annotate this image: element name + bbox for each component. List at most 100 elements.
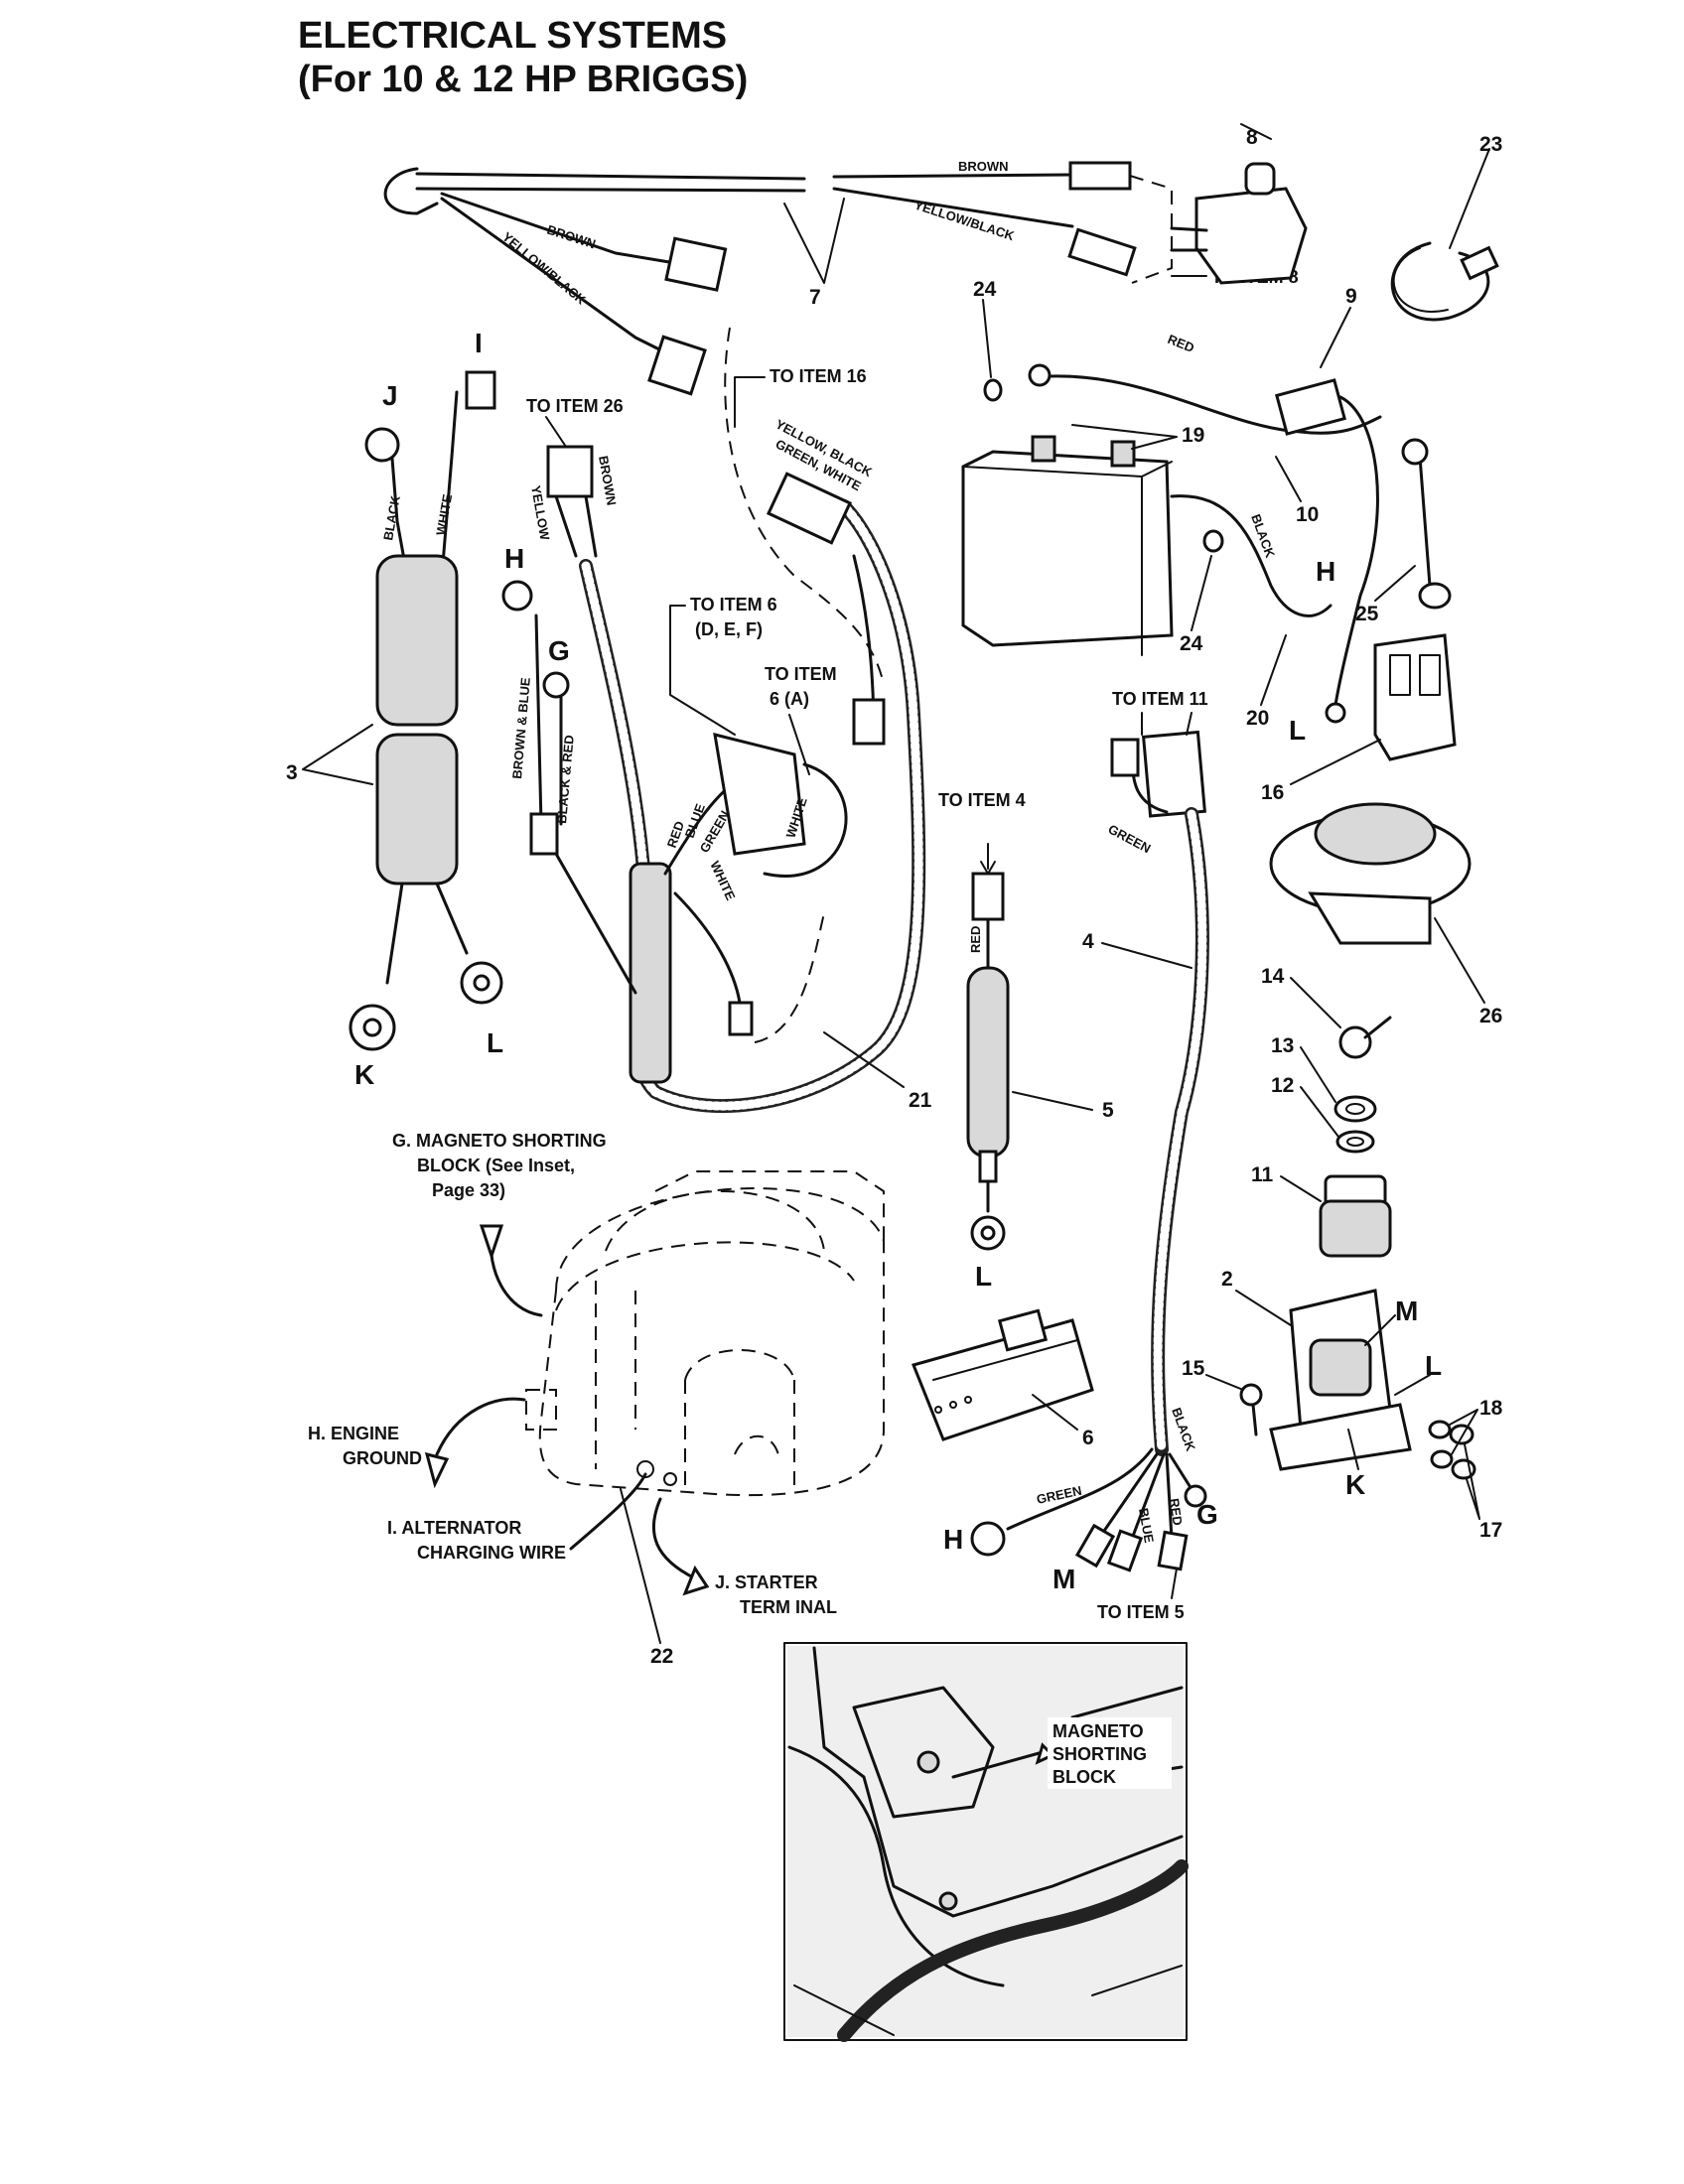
- callout-19: 19: [1182, 424, 1204, 447]
- note-h-engine-1: H. ENGINE: [308, 1424, 399, 1443]
- callout-6: 6: [1082, 1427, 1094, 1449]
- letter-i: I: [475, 328, 483, 358]
- item-15-screw: [1239, 1383, 1263, 1436]
- item-10-red-cable: [1028, 363, 1382, 435]
- letter-m-harness4: M: [1052, 1564, 1075, 1594]
- wire-label-black-red: BLACK & RED: [554, 735, 577, 825]
- letter-h-battery: H: [1316, 556, 1335, 587]
- wire-label-brown-26: BROWN: [596, 455, 620, 506]
- callout-7: 7: [809, 286, 821, 309]
- note-to-item-6-def-1: TO ITEM 6: [690, 595, 777, 614]
- note-j-starter-2: TERM INAL: [740, 1597, 837, 1617]
- item-11-ignition-switch: [1319, 1174, 1392, 1258]
- note-g-magneto-1: G. MAGNETO SHORTING: [392, 1131, 607, 1151]
- callout-26: 26: [1479, 1005, 1502, 1027]
- note-i-alt-1: I. ALTERNATOR: [387, 1518, 521, 1538]
- wire-label-brown-left: BROWN: [545, 222, 598, 252]
- note-to-item-11: TO ITEM 11: [1112, 689, 1208, 709]
- note-h-engine-2: GROUND: [343, 1448, 422, 1468]
- item-19-bolts: [1071, 424, 1178, 450]
- note-to-item-16: TO ITEM 16: [770, 366, 867, 386]
- wire-label-green-4: GREEN: [1106, 821, 1154, 856]
- callout-13: 13: [1271, 1034, 1294, 1057]
- wire-label-green-4b: GREEN: [1036, 1483, 1083, 1507]
- item-3-cable: [349, 370, 503, 1051]
- item-5-fuse: [966, 843, 1010, 1251]
- callout-22: 22: [650, 1645, 673, 1668]
- engine-pointer-arrows: [424, 1224, 710, 1596]
- callout-3: 3: [286, 761, 298, 784]
- letter-h-harness21: H: [504, 543, 524, 574]
- letter-k-cable3: K: [354, 1059, 374, 1090]
- note-to-item-5: TO ITEM 5: [1097, 1602, 1185, 1622]
- letter-k-bracket: K: [1345, 1469, 1365, 1500]
- item-8-switch: [1170, 123, 1308, 285]
- note-inset-3: BLOCK: [1052, 1767, 1116, 1787]
- letter-h-harness4: H: [943, 1524, 963, 1555]
- item-13-nut: [1333, 1095, 1377, 1123]
- page-title: ELECTRICAL SYSTEMS (For 10 & 12 HP BRIGG…: [298, 14, 748, 101]
- wire-label-black-4: BLACK: [1169, 1406, 1198, 1453]
- callout-11: 11: [1251, 1163, 1274, 1186]
- callout-14: 14: [1261, 965, 1285, 988]
- item-4-main-harness: [970, 730, 1209, 1572]
- callout-8: 8: [1246, 126, 1258, 149]
- note-to-item-6-a-1: TO ITEM: [765, 664, 837, 684]
- item-23-strap: [1390, 148, 1499, 322]
- letter-l-fuse: L: [975, 1261, 992, 1292]
- wire-label-white-21b: WHITE: [707, 859, 738, 903]
- wire-label-yellow-black-top: YELLOW/BLACK: [912, 198, 1017, 244]
- item-21-harness: [501, 327, 926, 1114]
- callout-20: 20: [1246, 707, 1269, 730]
- note-g-magneto-3: Page 33): [432, 1180, 505, 1200]
- letter-m-bracket: M: [1395, 1296, 1418, 1326]
- item-7-wire-harness: [383, 161, 1207, 396]
- callout-23: 23: [1479, 133, 1502, 156]
- note-to-item-4: TO ITEM 4: [938, 790, 1026, 810]
- note-to-item-6-a-2: 6 (A): [770, 689, 809, 709]
- item-18-washers: [1428, 1420, 1454, 1469]
- wire-label-brown-top: BROWN: [958, 159, 1009, 174]
- letter-l-bracket: L: [1425, 1350, 1442, 1381]
- letter-l-battery: L: [1289, 715, 1306, 746]
- note-g-magneto-2: BLOCK (See Inset,: [417, 1156, 575, 1175]
- letter-j: J: [382, 380, 398, 411]
- letter-l-cable3: L: [487, 1027, 503, 1058]
- callout-17: 17: [1479, 1519, 1502, 1542]
- item-25-lever: [1401, 438, 1452, 610]
- callout-21: 21: [909, 1089, 932, 1112]
- wire-label-blue-4: BLUE: [1136, 1507, 1157, 1545]
- item-20-black-cable: [1170, 494, 1333, 617]
- callout-15: 15: [1182, 1357, 1205, 1380]
- callout-2: 2: [1221, 1268, 1233, 1291]
- callout-12: 12: [1271, 1074, 1294, 1097]
- wire-label-red-battery: RED: [1166, 332, 1196, 355]
- item-battery: [961, 435, 1174, 656]
- wire-label-brown-blue: BROWN & BLUE: [509, 676, 533, 779]
- item-14-key: [1338, 1016, 1392, 1059]
- callout-24b: 24: [1180, 632, 1203, 655]
- callout-9: 9: [1345, 285, 1357, 308]
- note-inset-2: SHORTING: [1052, 1744, 1147, 1764]
- title-line-1: ELECTRICAL SYSTEMS: [298, 15, 728, 57]
- item-9-fuse-holder: [1275, 378, 1379, 724]
- letter-g-harness4: G: [1196, 1499, 1218, 1530]
- letter-g-harness21: G: [548, 635, 570, 666]
- callout-24a: 24: [973, 278, 997, 301]
- item-24-hex-nuts: [983, 378, 1224, 553]
- callout-5: 5: [1102, 1099, 1114, 1122]
- item-6-connector-plug: [911, 1308, 1094, 1441]
- note-to-item-26: TO ITEM 26: [526, 396, 624, 416]
- note-inset-1: MAGNETO: [1052, 1721, 1144, 1741]
- callout-18: 18: [1479, 1397, 1503, 1420]
- item-26-solenoid: [1269, 802, 1472, 945]
- item-17-nuts: [1449, 1424, 1476, 1480]
- note-j-starter-1: J. STARTER: [715, 1572, 818, 1592]
- item-12-washer: [1335, 1130, 1375, 1154]
- wire-label-red-5: RED: [968, 926, 983, 953]
- note-i-alt-2: CHARGING WIRE: [417, 1543, 566, 1563]
- note-to-item-6-def-2: (D, E, F): [695, 619, 763, 639]
- wire-label-white-3: WHITE: [433, 492, 455, 536]
- engine-outline: [525, 1170, 885, 1497]
- item-2-bracket: [1269, 1289, 1412, 1471]
